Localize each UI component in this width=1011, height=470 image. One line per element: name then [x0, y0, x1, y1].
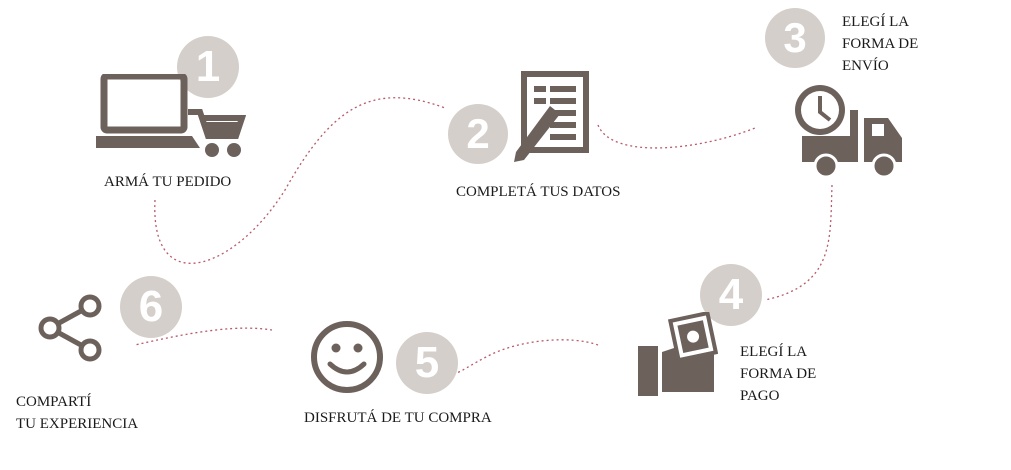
step-3-number-circle: 3 [765, 8, 825, 68]
step-3-label: ELEGÍ LA FORMA DE ENVÍO [842, 11, 918, 77]
step-5-number: 5 [414, 338, 440, 387]
smiley-icon [311, 321, 383, 393]
step-4-label-line: ELEGÍ LA [740, 344, 808, 360]
step-2-label: COMPLETÁ TUS DATOS [456, 184, 621, 200]
step-5-number-circle: 5 [396, 332, 458, 394]
step-6-number: 6 [138, 282, 164, 331]
step-4-label-line: FORMA DE [740, 366, 817, 382]
step-1-number: 1 [195, 42, 221, 91]
step-2-number-circle: 2 [448, 104, 508, 164]
step-3-label-line: FORMA DE [842, 36, 919, 52]
step-6-number-circle: 6 [120, 276, 182, 338]
step-4-number: 4 [718, 270, 744, 319]
step-1-label: ARMÁ TU PEDIDO [104, 174, 232, 190]
step-4-label-line: PAGO [740, 388, 780, 404]
share-icon [38, 294, 102, 362]
step-6-label-line: COMPARTÍ [16, 394, 92, 410]
form-pen-icon [514, 71, 589, 162]
step-4-label: ELEGÍ LA FORMA DE PAGO [740, 341, 816, 407]
step-5-label: DISFRUTÁ DE TU COMPRA [304, 410, 492, 426]
step-4-number-circle: 4 [700, 264, 762, 326]
hand-money-icon [638, 312, 718, 396]
step-3-label-line: ELEGÍ LA [842, 14, 910, 30]
step-6-label: COMPARTÍ TU EXPERIENCIA [16, 391, 138, 435]
step-6-label-line: TU EXPERIENCIA [16, 416, 139, 432]
laptop-cart-icon [96, 74, 246, 157]
step-2-number: 2 [466, 110, 490, 157]
step-3-label-line: ENVÍO [842, 58, 889, 74]
delivery-truck-clock-icon [795, 85, 902, 179]
step-3-number: 3 [783, 14, 807, 61]
